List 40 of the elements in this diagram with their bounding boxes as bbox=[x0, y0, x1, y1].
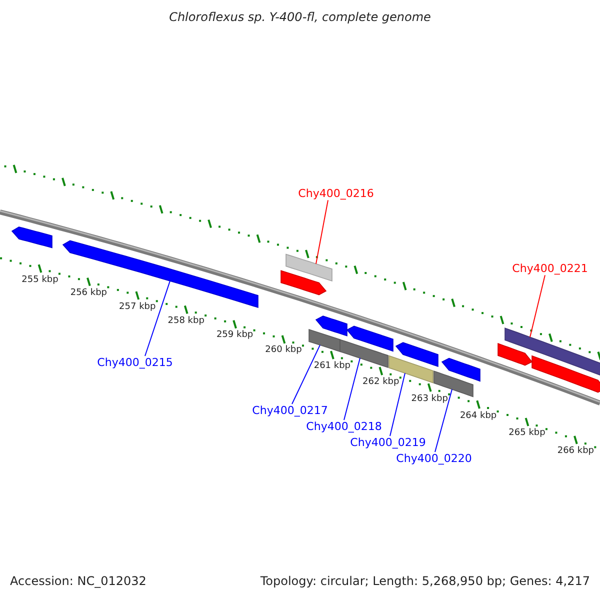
gene-block bbox=[504, 328, 600, 378]
scale-label: 264 kbp bbox=[460, 410, 497, 422]
locus-tag-label: Chy400_0221 bbox=[512, 262, 588, 276]
gene-feature bbox=[315, 316, 348, 336]
locus-tag-label: Chy400_0215 bbox=[97, 356, 173, 370]
gene-feature bbox=[441, 358, 480, 382]
scale-label: 266 kbp bbox=[557, 446, 594, 457]
title: Chloroflexus sp. Y-400-fl, complete genome bbox=[168, 10, 432, 24]
scale-label: 258 kbp bbox=[168, 316, 204, 326]
scale-label: 263 kbp bbox=[411, 394, 448, 404]
leader-line bbox=[316, 200, 328, 264]
locus-tag-label: Chy400_0217 bbox=[252, 404, 328, 418]
leader-line bbox=[292, 344, 320, 404]
footer-text: Accession: NC_012032 bbox=[10, 574, 146, 588]
gene-feature bbox=[11, 226, 52, 248]
scale-label: 257 kbp bbox=[119, 302, 156, 312]
gene-feature bbox=[498, 343, 533, 366]
locus-tag-label: Chy400_0219 bbox=[350, 436, 426, 450]
scale-label: 259 kbp bbox=[216, 330, 254, 342]
scale-label: 265 kbp bbox=[508, 428, 546, 439]
gene-feature bbox=[280, 270, 327, 296]
scale-label: 256 kbp bbox=[70, 288, 108, 299]
leader-line bbox=[434, 388, 452, 452]
locus-tag-label: Chy400_0220 bbox=[396, 452, 472, 466]
scale-label: 261 kbp bbox=[314, 361, 351, 372]
leader-line bbox=[390, 372, 406, 436]
gene-feature bbox=[346, 326, 394, 352]
locus-tag-label: Chy400_0218 bbox=[306, 420, 382, 434]
scale-label: 255 kbp bbox=[22, 274, 58, 286]
gene-feature bbox=[532, 355, 600, 393]
footer-text: Topology: circular; Length: 5,268,950 bp; Genes: 4,217 bbox=[260, 574, 590, 588]
gene-feature bbox=[395, 342, 438, 368]
leader-line bbox=[144, 280, 170, 356]
leader-line bbox=[530, 274, 546, 338]
leader-line bbox=[344, 358, 360, 420]
scale-label: 260 kbp bbox=[265, 345, 302, 356]
locus-tag-label: Chy400_0216 bbox=[298, 187, 374, 200]
gene-block bbox=[308, 329, 340, 352]
gene-block bbox=[286, 254, 332, 282]
scale-label: 262 kbp bbox=[362, 377, 400, 388]
